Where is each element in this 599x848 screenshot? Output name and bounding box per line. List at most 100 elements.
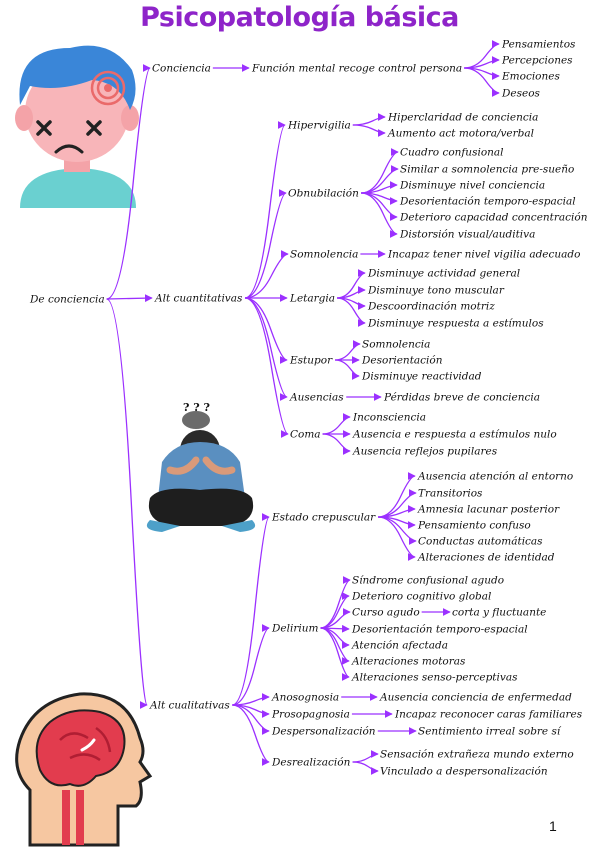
mind-map-labels: De conciencia Conciencia Función mental re… (29, 39, 588, 778)
link-cual-desr (232, 704, 270, 766)
node-perc: Percepciones (501, 55, 573, 67)
page-title: Psicopatología básica (140, 2, 459, 33)
link-cual-deli (232, 624, 270, 706)
page-number: 1 (549, 818, 557, 834)
sad-dizzy-boy-illustration (15, 45, 139, 208)
node-crep4: Pensamiento confuso (417, 520, 531, 532)
node-deli: Delirium (271, 623, 318, 635)
node-conciencia: Conciencia (152, 63, 211, 75)
node-pros: Prosopagnosia (271, 709, 350, 721)
node-ause: Ausencias (289, 392, 344, 404)
node-deli4: Desorientación temporo-espacial (351, 624, 528, 636)
node-crep: Estado crepuscular (271, 512, 376, 524)
node-estu3: Disminuye reactividad (361, 371, 482, 383)
node-deli1: Síndrome confusional agudo (352, 575, 504, 587)
link-cuant-estu (244, 297, 288, 364)
node-crep6: Alteraciones de identidad (417, 552, 555, 564)
link-hiper-hiper1 (352, 113, 386, 126)
link-cuant-hiper (244, 121, 286, 299)
link-cuant-obnu (244, 189, 287, 299)
node-leta2: Disminuye tono muscular (367, 285, 505, 297)
node-crep5: Conductas automáticas (418, 536, 543, 548)
node-deli7: Alteraciones senso-perceptivas (351, 672, 518, 684)
node-crep2: Transitorios (418, 488, 483, 500)
link-crep-crep5 (378, 516, 417, 545)
node-cuant: Alt cuantitativas (154, 293, 243, 305)
link-root-conciencia (106, 64, 151, 300)
link-leta-leta4 (336, 297, 366, 327)
link-deli-deli1 (320, 576, 351, 629)
link-desr-desr1 (352, 750, 379, 763)
node-crep3: Amnesia lacunar posterior (417, 504, 560, 516)
link-cuant-ause (244, 297, 288, 401)
node-somno1: Incapaz tener nivel vigilia adecuado (387, 249, 580, 261)
link-cual-desp (232, 704, 270, 735)
node-obnu5: Deterioro capacidad concentración (399, 212, 588, 224)
node-anos1: Ausencia conciencia de enfermedad (379, 692, 572, 704)
node-desp1: Sentimiento irreal sobre sí (418, 726, 562, 738)
node-deli3: Curso agudo (352, 607, 420, 619)
node-deli5: Atención afectada (351, 640, 448, 652)
node-coma: Coma (290, 429, 321, 441)
node-leta1: Disminuye actividad general (367, 268, 520, 280)
node-hiper1: Hiperclaridad de conciencia (387, 112, 538, 124)
node-obnu6: Distorsión visual/auditiva (399, 229, 535, 241)
link-deli-deli3 (320, 608, 351, 629)
node-root: De conciencia (29, 294, 105, 306)
node-coma1: Inconsciencia (352, 412, 426, 424)
link-cual-crep (232, 513, 270, 706)
link-obnu-obnu3 (361, 181, 398, 194)
node-obnu1: Cuadro confusional (400, 147, 504, 159)
node-pros1: Incapaz reconocer caras familiares (394, 709, 583, 721)
link-obnu-obnu2 (361, 165, 399, 194)
svg-text:? ? ?: ? ? ? (183, 401, 210, 414)
node-desr: Desrealización (271, 757, 351, 769)
node-leta3: Descoordinación motriz (367, 301, 495, 313)
node-coma2: Ausencia e respuesta a estímulos nulo (352, 429, 557, 441)
link-cual-anos (232, 693, 270, 706)
link-obnu-obnu1 (361, 148, 399, 194)
node-obnu3: Disminuye nivel conciencia (399, 180, 545, 192)
node-somno: Somnolencia (290, 249, 358, 261)
node-estu1: Somnolencia (362, 339, 430, 351)
link-obnu-obnu6 (361, 192, 398, 238)
link-crep-crep3 (378, 505, 416, 518)
node-deli2: Deterioro cognitivo global (351, 591, 491, 603)
link-crep-crep6 (378, 516, 416, 561)
link-coma-coma3 (322, 433, 351, 455)
node-desp: Despersonalización (271, 726, 376, 738)
link-leta-leta1 (336, 269, 366, 299)
node-desr2: Vinculado a despersonalización (380, 766, 548, 778)
node-deli3a: corta y fluctuante (452, 607, 546, 619)
node-ause1: Pérdidas breve de conciencia (383, 392, 540, 404)
node-crep1: Ausencia atención al entorno (417, 471, 573, 483)
node-emoc: Emociones (501, 71, 560, 83)
node-leta4: Disminuye respuesta a estímulos (367, 318, 544, 330)
link-estu-estu1 (335, 340, 361, 361)
node-obnu4: Desorientación temporo-espacial (399, 196, 576, 208)
brain-head-illustration (15, 692, 153, 847)
node-funcion: Función mental recoge control persona (251, 63, 462, 75)
link-funcion-emoc (464, 67, 500, 80)
node-pens: Pensamientos (501, 39, 576, 51)
node-estu: Estupor (289, 355, 333, 367)
node-deli6: Alteraciones motoras (351, 656, 466, 668)
node-cual: Alt cualitativas (149, 700, 230, 712)
stressed-person-illustration: ? ? ? (146, 401, 256, 532)
node-hiper2: Aumento act motora/verbal (387, 128, 534, 140)
link-cuant-coma (244, 297, 289, 438)
link-crep-crep1 (378, 472, 416, 518)
link-root-cuant (106, 294, 153, 303)
link-estu-estu3 (335, 359, 360, 380)
link-funcion-perc (464, 56, 500, 69)
link-desr-desr2 (352, 761, 379, 775)
link-leta-leta2 (337, 286, 366, 299)
link-hiper-hiper2 (352, 124, 386, 137)
link-funcion-pens (464, 40, 500, 69)
node-anos: Anosognosia (271, 692, 339, 704)
link-coma-coma1 (322, 413, 351, 435)
link-deli-deli7 (320, 627, 350, 681)
node-desr1: Sensación extrañeza mundo externo (380, 749, 574, 761)
node-obnu: Obnubilación (288, 188, 359, 200)
